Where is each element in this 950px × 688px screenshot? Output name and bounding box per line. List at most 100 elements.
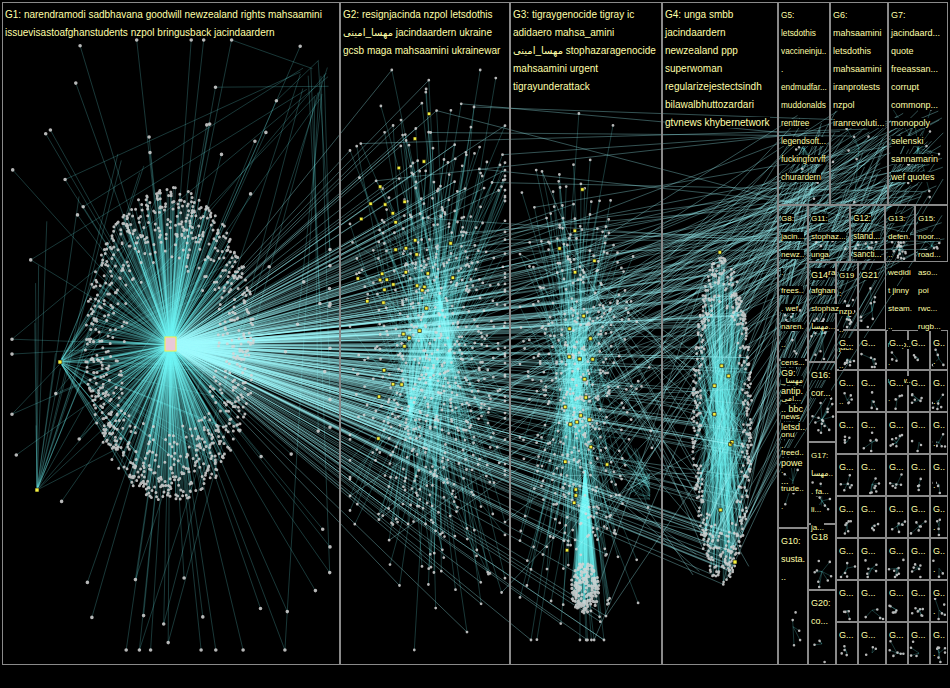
group-box: G... <box>908 412 930 454</box>
group-label: G... <box>839 546 854 556</box>
group-label: G... <box>861 588 876 598</box>
vertex-dots <box>10 38 946 663</box>
group-box: G... <box>908 330 930 370</box>
group-label: G... <box>933 504 945 532</box>
group-label: G15: noor... road... aso... poi rwc... r… <box>918 214 941 331</box>
group-label: G... <box>933 338 945 366</box>
group-box: G... <box>858 580 886 622</box>
hub-vertex <box>165 337 176 351</box>
group-label: G... <box>889 546 904 556</box>
group-box: G... <box>858 370 886 412</box>
group-label: G... <box>839 588 854 598</box>
group-box: G... <box>836 622 858 665</box>
group-label: G1: narendramodi sadbhavana goodwill new… <box>5 9 322 38</box>
group-label: G... <box>889 630 904 640</box>
group-label: G... <box>839 378 854 388</box>
group-label: G... <box>861 378 876 388</box>
group-box: G... <box>858 538 886 580</box>
group-box: G... <box>930 538 948 580</box>
group-box: G12: stand... sancti... <box>850 205 885 262</box>
group-box: G... <box>908 454 930 496</box>
group-label: G... <box>839 504 854 514</box>
group-label: G... <box>889 420 904 430</box>
group-box: G17: مهسا... fa... li... ja... <box>808 442 836 524</box>
group-box: G... <box>908 370 930 412</box>
group-box: G... <box>836 580 858 622</box>
group-label: G3: tigraygenocide tigray ic adidaero ma… <box>513 9 656 92</box>
group-label: G... <box>889 338 904 348</box>
group-box: G... <box>930 496 948 538</box>
group-box: G... <box>836 454 858 496</box>
group-box: G... <box>858 330 886 370</box>
group-label: G17: مهسا... fa... li... ja... <box>811 451 833 532</box>
group-label: G14 <box>811 270 828 280</box>
group-box: G... <box>858 412 886 454</box>
group-box: G3: tigraygenocide tigray ic adidaero ma… <box>510 2 662 665</box>
group-label: G... <box>889 504 904 514</box>
group-box: G15: noor... road... aso... poi rwc... r… <box>915 205 948 262</box>
group-box: G8: jacin... newz... frees... wef naren.… <box>778 205 808 360</box>
group-label: G9: antip... bbc letsd... powe... <box>781 368 805 486</box>
group-box: G7: jacindaard... quote freeassan... cor… <box>888 2 948 205</box>
group-label: G20: co... <box>811 598 831 626</box>
group-box: G... <box>930 622 948 665</box>
group-label: G... <box>933 462 945 490</box>
group-label: G... <box>911 338 926 348</box>
group-label: G... <box>889 462 904 472</box>
group-label: G... <box>911 462 926 472</box>
group-box: G21 <box>858 262 886 330</box>
group-box: G... <box>858 454 886 496</box>
group-box: G... <box>858 622 886 665</box>
group-box: G... <box>836 412 858 454</box>
group-label: G... <box>839 630 854 640</box>
group-label: G4: unga smbb jacindaardern newzealand p… <box>665 9 770 128</box>
group-label: G12: stand... sancti... <box>853 214 881 259</box>
group-label: G... <box>933 546 945 574</box>
group-label: G10: susta... <box>781 536 805 582</box>
group-box: G20: co... <box>808 590 836 665</box>
inter-group-edges <box>170 70 944 640</box>
group-box: G... <box>908 622 930 665</box>
group-box: G11: stophaz... unga hazara afghan stoph… <box>808 205 850 262</box>
group-box: G19: nzp... jaci... pno... <box>836 262 858 330</box>
group-box: G6: mahsaamini letsdothis mahsaamini ira… <box>830 2 888 205</box>
group-box: G10: susta... <box>778 528 808 665</box>
group-label: G... <box>933 588 945 616</box>
group-box: G... <box>836 496 858 538</box>
group-label: G... <box>861 546 876 556</box>
group-box: G16: cor... <box>808 362 836 442</box>
group-box: G1: narendramodi sadbhavana goodwill new… <box>2 2 340 665</box>
group-box: G5: letsdothis vaccineinju... endmudfar.… <box>778 2 830 205</box>
group-label: G7: jacindaard... quote freeassan... cor… <box>891 10 940 182</box>
group-box: G13: defen... wedidit jinny steam... mur… <box>885 205 915 262</box>
group-label: G... <box>839 462 854 472</box>
group-label: G... <box>911 378 926 388</box>
group-box: G... <box>930 454 948 496</box>
group-label: G2: resignjacinda nzpol letsdothis مهسا_… <box>343 9 500 56</box>
image-vertices <box>35 112 737 564</box>
group-box: G... <box>886 538 908 580</box>
group-label: G6: mahsaamini letsdothis mahsaamini ira… <box>833 10 885 128</box>
intra-group-edges <box>12 40 945 662</box>
group-label: G... <box>861 504 876 514</box>
group-box: G... <box>886 622 908 665</box>
group-label: G21 <box>861 270 878 280</box>
group-box: G2: resignjacinda nzpol letsdothis مهسا_… <box>340 2 510 665</box>
group-label: G... <box>839 420 854 430</box>
group-box: G18 <box>808 524 836 590</box>
group-box: G... <box>908 496 930 538</box>
group-label: G... <box>839 338 854 348</box>
group-box: G4: unga smbb jacindaardern newzealand p… <box>662 2 778 665</box>
group-box: G... <box>908 538 930 580</box>
group-box: G... <box>930 330 948 370</box>
group-label: G... <box>861 338 876 348</box>
group-box: G... <box>930 370 948 412</box>
group-label: G... <box>911 588 926 598</box>
group-label: G... <box>861 462 876 472</box>
group-label: G... <box>889 378 904 388</box>
group-label: G... <box>911 546 926 556</box>
group-box: G... <box>908 580 930 622</box>
group-label: G... <box>933 378 945 406</box>
group-box: G... <box>858 496 886 538</box>
